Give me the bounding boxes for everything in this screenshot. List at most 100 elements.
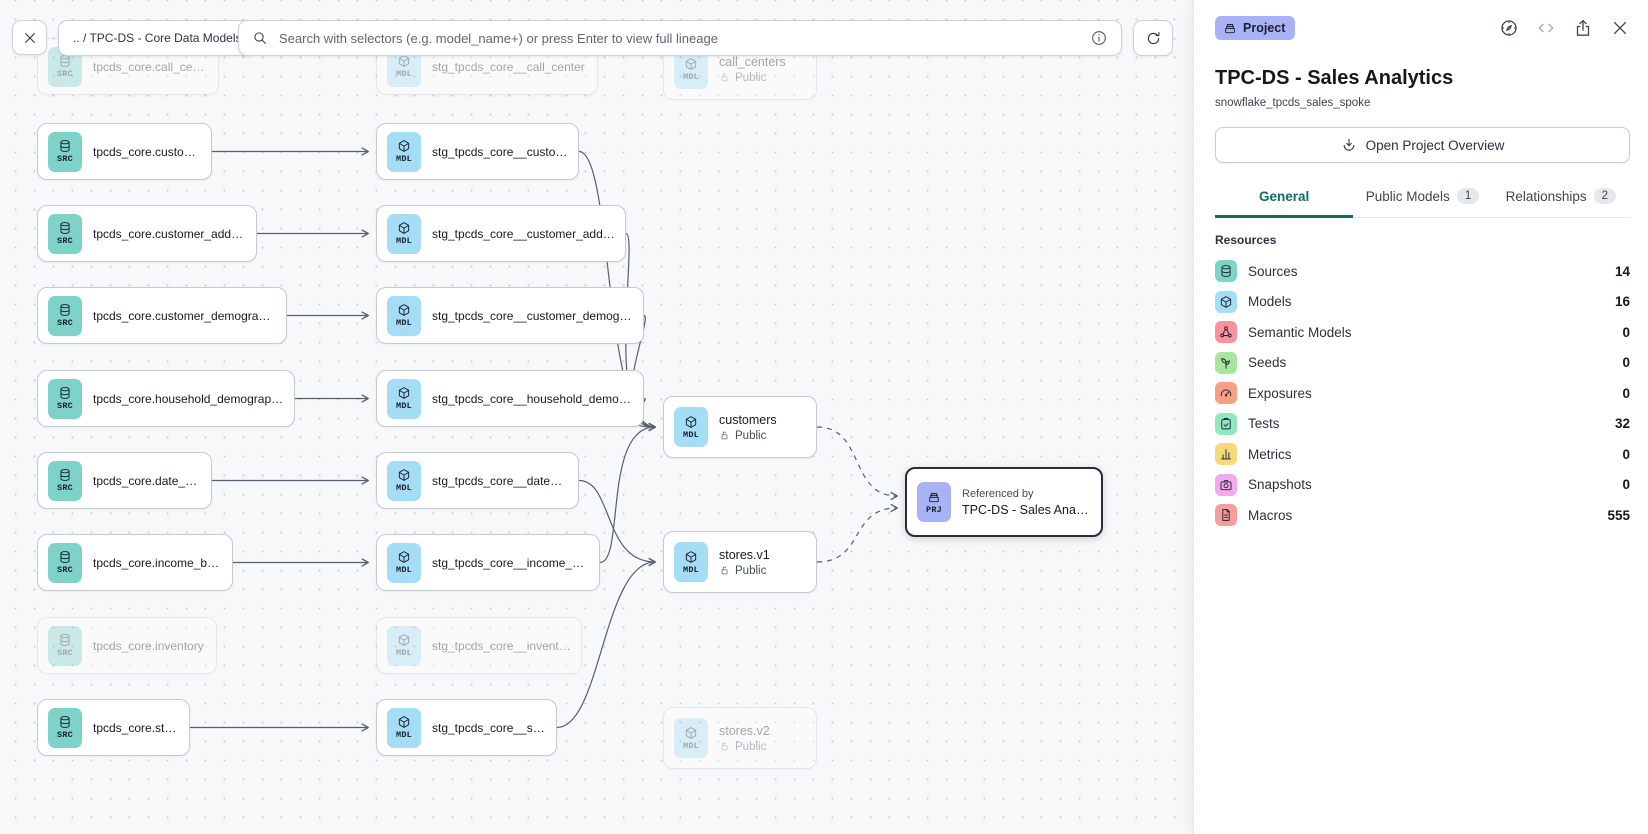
tab-public-models[interactable]: Public Models 1 bbox=[1353, 188, 1491, 218]
cube-icon bbox=[684, 57, 698, 71]
src-chip: SRC bbox=[48, 131, 82, 172]
resource-count: 0 bbox=[1622, 477, 1630, 493]
database-icon bbox=[58, 303, 72, 317]
lineage-node-mdl-income-band[interactable]: MDL stg_tpcds_core__income_band bbox=[376, 534, 600, 591]
access-label: Public bbox=[735, 429, 767, 442]
mdl-chip: MDL bbox=[387, 460, 421, 501]
compass-icon[interactable] bbox=[1499, 18, 1519, 38]
mdl-chip: MDL bbox=[387, 131, 421, 172]
search-bar[interactable] bbox=[238, 20, 1122, 56]
gauge-icon bbox=[1215, 382, 1237, 405]
cube-icon bbox=[397, 221, 411, 235]
cube-icon bbox=[397, 386, 411, 400]
close-lineage-button[interactable] bbox=[12, 20, 47, 55]
access-label: Public bbox=[735, 564, 767, 577]
tab-general-label: General bbox=[1259, 188, 1310, 204]
node-kind-label: SRC bbox=[57, 648, 73, 658]
mdl-chip: MDL bbox=[674, 718, 708, 758]
src-chip: SRC bbox=[48, 295, 82, 336]
node-kind-label: SRC bbox=[57, 318, 73, 328]
info-icon[interactable] bbox=[1090, 29, 1108, 47]
node-label: stg_tpcds_core__inventory bbox=[432, 638, 571, 653]
breadcrumb[interactable]: .. / TPC-DS - Core Data Models bbox=[58, 20, 257, 56]
resource-label: Models bbox=[1248, 294, 1292, 310]
share-icon[interactable] bbox=[1573, 18, 1593, 38]
resource-label: Semantic Models bbox=[1248, 324, 1352, 340]
tab-relationships[interactable]: Relationships 2 bbox=[1492, 188, 1630, 218]
resource-count: 14 bbox=[1614, 263, 1630, 279]
node-label: call_centers bbox=[719, 54, 786, 69]
lineage-edges bbox=[190, 147, 898, 732]
tab-general[interactable]: General bbox=[1215, 188, 1354, 218]
cube-icon bbox=[1219, 295, 1233, 309]
tab-relationships-count: 2 bbox=[1593, 188, 1617, 204]
node-kind-label: SRC bbox=[57, 483, 73, 493]
node-kind-label: SRC bbox=[57, 730, 73, 740]
bar-chart-icon bbox=[1219, 447, 1233, 461]
node-label: stg_tpcds_core__income_band bbox=[432, 555, 589, 570]
node-label: tpcds_core.customer bbox=[93, 144, 201, 159]
database-icon bbox=[58, 386, 72, 400]
close-icon bbox=[22, 30, 38, 46]
node-kind-label: MDL bbox=[396, 648, 412, 658]
cube-icon bbox=[684, 726, 698, 740]
open-project-overview-button[interactable]: Open Project Overview bbox=[1215, 127, 1630, 163]
code-icon[interactable] bbox=[1536, 18, 1556, 38]
node-label: tpcds_core.customer_address bbox=[93, 226, 246, 241]
node-label: stg_tpcds_core__store bbox=[432, 720, 546, 735]
node-kind-label: SRC bbox=[57, 69, 73, 79]
node-kind-label: MDL bbox=[396, 69, 412, 79]
cube-icon bbox=[397, 303, 411, 317]
lineage-node-src-customer-address[interactable]: SRC tpcds_core.customer_address bbox=[37, 205, 257, 262]
lineage-node-mdl-inventory[interactable]: MDL stg_tpcds_core__inventory bbox=[376, 617, 582, 674]
refresh-lineage-button[interactable] bbox=[1133, 20, 1173, 56]
page-title: TPC-DS - Sales Analytics bbox=[1215, 67, 1454, 89]
resource-count: 32 bbox=[1614, 416, 1630, 432]
src-chip: SRC bbox=[48, 213, 82, 254]
gauge-icon bbox=[1219, 386, 1233, 400]
camera-icon bbox=[1215, 473, 1237, 496]
lock-open-icon bbox=[719, 430, 730, 441]
node-label: stg_tpcds_core__customer_address bbox=[432, 226, 615, 241]
search-input[interactable] bbox=[277, 29, 1081, 47]
mdl-chip: MDL bbox=[387, 542, 421, 583]
database-icon bbox=[58, 139, 72, 153]
node-label: TPC-DS - Sales Analytics bbox=[962, 502, 1091, 517]
node-kind-label: MDL bbox=[683, 429, 699, 440]
node-kind-label: SRC bbox=[57, 154, 73, 164]
database-icon bbox=[58, 633, 72, 647]
mdl-chip: MDL bbox=[387, 213, 421, 254]
close-panel-icon[interactable] bbox=[1610, 18, 1630, 38]
lineage-node-mdl-customer-address[interactable]: MDL stg_tpcds_core__customer_address bbox=[376, 205, 626, 262]
node-kind-label: MDL bbox=[396, 401, 412, 411]
cube-icon bbox=[397, 633, 411, 647]
node-kind-label: MDL bbox=[683, 740, 699, 751]
lineage-node-src-customer[interactable]: SRC tpcds_core.customer bbox=[37, 123, 212, 180]
